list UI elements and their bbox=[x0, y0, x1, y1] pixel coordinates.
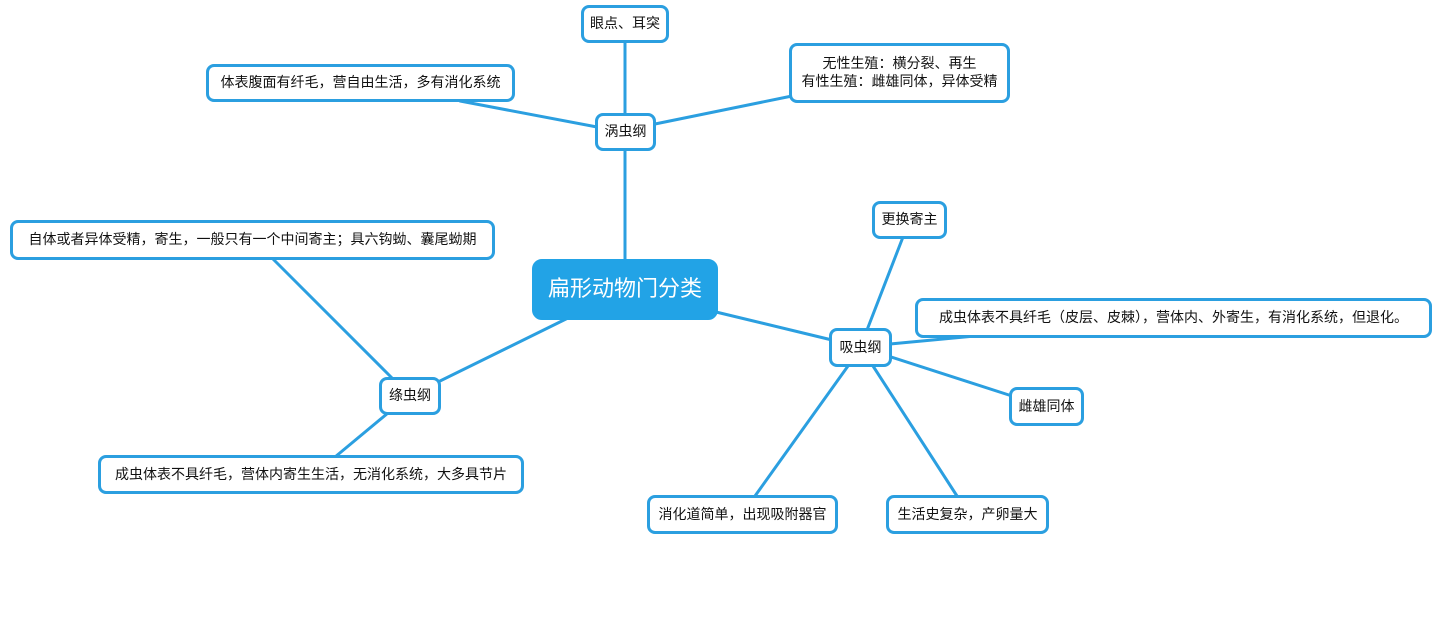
edge-turbellaria-reproduction bbox=[653, 94, 794, 126]
edge-turbellaria-surface bbox=[458, 99, 599, 129]
root-topic[interactable]: 扁形动物门分类 bbox=[532, 259, 718, 320]
reproduction-text: 无性生殖：横分裂、再生 有性生殖：雌雄同体，异体受精 bbox=[802, 55, 998, 91]
edge-cestoda-body bbox=[333, 411, 390, 459]
node-eyespot[interactable]: 眼点、耳突 bbox=[581, 5, 669, 43]
edge-trematoda-hermaphrodite bbox=[886, 354, 1014, 398]
node-hermaphrodite[interactable]: 雌雄同体 bbox=[1009, 387, 1084, 426]
node-turbellaria-surface[interactable]: 体表腹面有纤毛，营自由生活，多有消化系统 bbox=[206, 64, 515, 102]
edge-trematoda-digestive bbox=[753, 364, 850, 498]
edge-cestoda-fertilization bbox=[271, 257, 394, 380]
node-digestive[interactable]: 消化道简单，出现吸附器官 bbox=[647, 495, 838, 534]
node-change-host[interactable]: 更换寄主 bbox=[872, 201, 947, 239]
topic-cestoda[interactable]: 绦虫纲 bbox=[379, 377, 441, 415]
topic-turbellaria[interactable]: 涡虫纲 bbox=[595, 113, 656, 151]
sexual-reproduction-text: 有性生殖：雌雄同体，异体受精 bbox=[801, 74, 998, 90]
edge-trematoda-host bbox=[865, 235, 905, 332]
edge-trematoda-lifecycle bbox=[871, 364, 959, 498]
node-cestoda-body[interactable]: 成虫体表不具纤毛，营体内寄生生活，无消化系统，大多具节片 bbox=[98, 455, 524, 494]
edge-root-cestoda bbox=[436, 316, 570, 384]
asexual-reproduction-text: 无性生殖：横分裂、再生 bbox=[822, 56, 977, 72]
edge-root-trematoda bbox=[714, 310, 834, 342]
node-turbellaria-reproduction[interactable]: 无性生殖：横分裂、再生 有性生殖：雌雄同体，异体受精 bbox=[789, 43, 1010, 103]
node-trematoda-body[interactable]: 成虫体表不具纤毛（皮层、皮棘），营体内、外寄生，有消化系统，但退化。 bbox=[915, 298, 1432, 338]
node-lifecycle[interactable]: 生活史复杂，产卵量大 bbox=[886, 495, 1049, 534]
node-cestoda-fertilization[interactable]: 自体或者异体受精，寄生，一般只有一个中间寄主；具六钩蚴、囊尾蚴期 bbox=[10, 220, 495, 260]
topic-trematoda[interactable]: 吸虫纲 bbox=[829, 328, 892, 367]
